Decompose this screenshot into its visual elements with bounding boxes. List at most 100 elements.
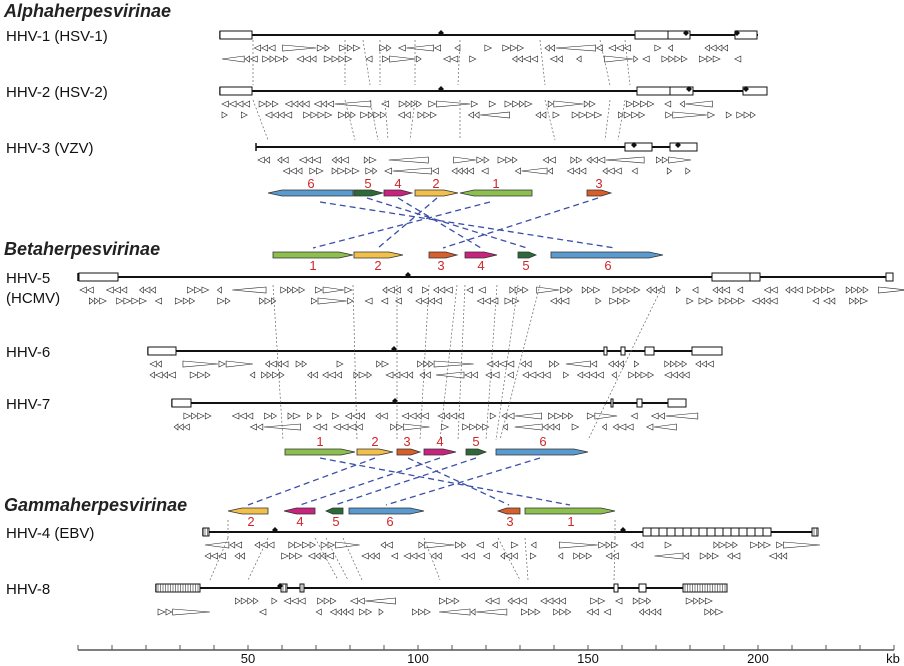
beta-top-block-label-3: 3 [437, 258, 444, 273]
orf-arrow-icon [540, 597, 547, 605]
orf-arrow-icon [344, 286, 353, 294]
genome-label-hcmv: (HCMV) [6, 290, 60, 307]
gamma-block-3 [496, 507, 521, 515]
orf-arrow-icon [667, 44, 673, 52]
orf-arrow-icon [586, 412, 595, 420]
block-rearrangement-link [247, 457, 376, 506]
orf-arrow-icon [692, 286, 699, 294]
orf-arrow-icon [316, 167, 324, 175]
orf-arrow-icon [364, 297, 373, 305]
orf-arrow-icon [265, 100, 272, 108]
beta-top-block-label-2: 2 [374, 258, 381, 273]
orf-arrow-icon [254, 541, 261, 549]
orf-arrow-icon [698, 55, 707, 63]
orf-arrow-icon [165, 608, 173, 616]
orf-arrow-icon [712, 55, 721, 63]
orf-arrow-icon [388, 156, 429, 164]
orf-arrow-icon [617, 297, 624, 305]
block-rearrangement-link [397, 197, 482, 249]
orf-arrow-icon [632, 597, 639, 605]
orf-arrow-icon [150, 286, 156, 294]
orf-arrow-icon [724, 297, 732, 305]
ebna-repeat-box [690, 527, 700, 537]
orf-arrow-icon [665, 111, 673, 119]
orf-arrow-icon [782, 552, 788, 560]
beta-top-block-2 [353, 251, 404, 259]
orf-arrow-icon [400, 371, 408, 379]
orf-arrow-icon [462, 167, 468, 175]
orf-arrow-icon [514, 286, 523, 294]
block-rearrangement-link [385, 457, 541, 506]
beta-top-block-6 [550, 251, 664, 259]
origin-marker-icon [743, 86, 749, 92]
orf-arrow-icon [575, 156, 583, 164]
orf-arrow-icon [468, 552, 475, 560]
orf-arrow-icon [461, 541, 467, 549]
orf-arrow-icon [658, 412, 665, 420]
orf-arrow-icon [559, 541, 598, 549]
orf-arrow-icon [514, 167, 521, 175]
orf-arrow-icon [647, 371, 655, 379]
orf-arrow-icon [392, 167, 432, 175]
orf-arrow-icon [675, 360, 682, 368]
orf-arrow-icon [307, 371, 313, 379]
orf-arrow-icon [157, 608, 166, 616]
orf-arrow-icon [642, 55, 650, 63]
orf-arrow-icon [674, 55, 681, 63]
repeat-box-hhv1 [634, 30, 669, 40]
orf-arrow-icon [542, 156, 549, 164]
orf-arrow-icon [344, 412, 352, 420]
orf-arrow-icon [685, 167, 691, 175]
beta-bottom-block-label-4: 4 [436, 434, 443, 449]
orf-arrow-icon [476, 608, 508, 616]
origin-marker-icon [392, 398, 398, 404]
repeat-box-hhv6 [644, 346, 655, 356]
orf-arrow-icon [611, 371, 617, 379]
orf-arrow-icon [239, 412, 247, 420]
orf-arrow-icon [235, 541, 243, 549]
orf-arrow-icon [704, 608, 711, 616]
orf-arrow-icon [512, 552, 518, 560]
orf-arrow-icon [271, 412, 278, 420]
orf-arrow-icon [416, 55, 422, 63]
orf-arrow-icon [493, 360, 499, 368]
origin-marker-icon [438, 86, 444, 92]
orf-arrow-icon [410, 552, 418, 560]
ebna-repeat-box [706, 527, 716, 537]
block-rearrangement-link [319, 201, 616, 249]
orf-arrow-icon [553, 100, 584, 108]
orf-arrow-icon [269, 360, 277, 368]
orf-arrow-icon [374, 552, 380, 560]
orf-arrow-icon [706, 552, 712, 560]
orf-arrow-icon [557, 552, 564, 560]
orf-arrow-icon [116, 297, 124, 305]
orf-arrow-icon [312, 371, 318, 379]
orf-arrow-icon [154, 297, 162, 305]
orf-arrow-icon [725, 111, 733, 119]
orf-arrow-icon [645, 423, 654, 431]
orf-arrow-icon [633, 100, 641, 108]
alpha-block-label-6: 6 [307, 176, 314, 191]
orf-arrow-icon [654, 552, 684, 560]
orf-arrow-icon [649, 608, 657, 616]
orf-arrow-icon [162, 371, 168, 379]
repeat-box-hhv7 [636, 398, 643, 408]
repeat-box-hhv2 [742, 86, 768, 96]
orf-arrow-icon [379, 44, 387, 52]
orf-arrow-icon [859, 297, 869, 305]
homology-link [524, 537, 529, 581]
orf-arrow-icon [425, 371, 431, 379]
orf-arrow-icon [334, 100, 372, 108]
orf-arrow-icon [441, 423, 450, 431]
orf-arrow-icon [167, 371, 176, 379]
orf-arrow-icon [640, 371, 648, 379]
ebna-repeat-box [714, 527, 724, 537]
repeat-box-hhv3 [624, 142, 653, 152]
orf-arrow-icon [243, 100, 250, 108]
orf-arrow-icon [583, 100, 590, 108]
orf-arrow-icon [372, 167, 378, 175]
orf-arrow-icon [221, 111, 228, 119]
gamma-block-label-5: 5 [332, 514, 339, 529]
orf-arrow-icon [481, 167, 489, 175]
orf-arrow-icon [442, 55, 451, 63]
